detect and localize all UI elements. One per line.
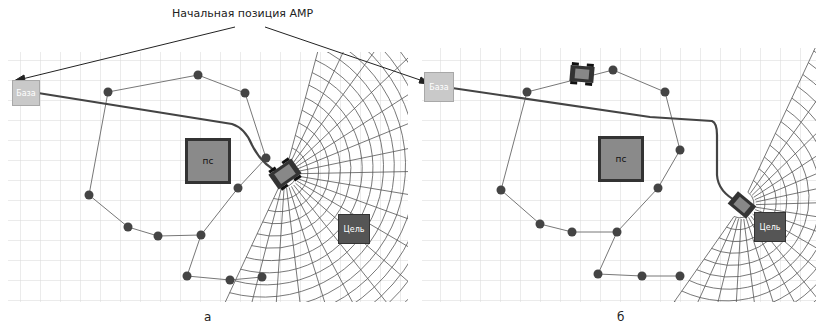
node-label: пс [616,154,627,164]
node-label: База [429,83,449,92]
goal-box: Цель [754,212,786,242]
leader-arrows [14,27,430,84]
goal-box: Цель [338,214,370,244]
robot-trajectory [38,88,738,202]
start-box: База [12,80,40,106]
panel-label: а [202,310,213,324]
route-polygon [89,70,680,280]
node-label: Цель [760,223,781,232]
callout-text: Начальная позиция АМР [170,7,315,20]
obstacle-box: пс [185,138,231,184]
waypoints [85,66,685,285]
grid-panel [422,48,816,302]
panel-label: б [615,310,626,324]
obstacle-box: пс [598,136,644,182]
node-label: База [16,89,36,98]
node-label: Цель [344,225,365,234]
robot [267,62,757,219]
node-label: пс [203,156,214,166]
start-box: База [424,72,454,102]
grid-panel [8,52,408,302]
